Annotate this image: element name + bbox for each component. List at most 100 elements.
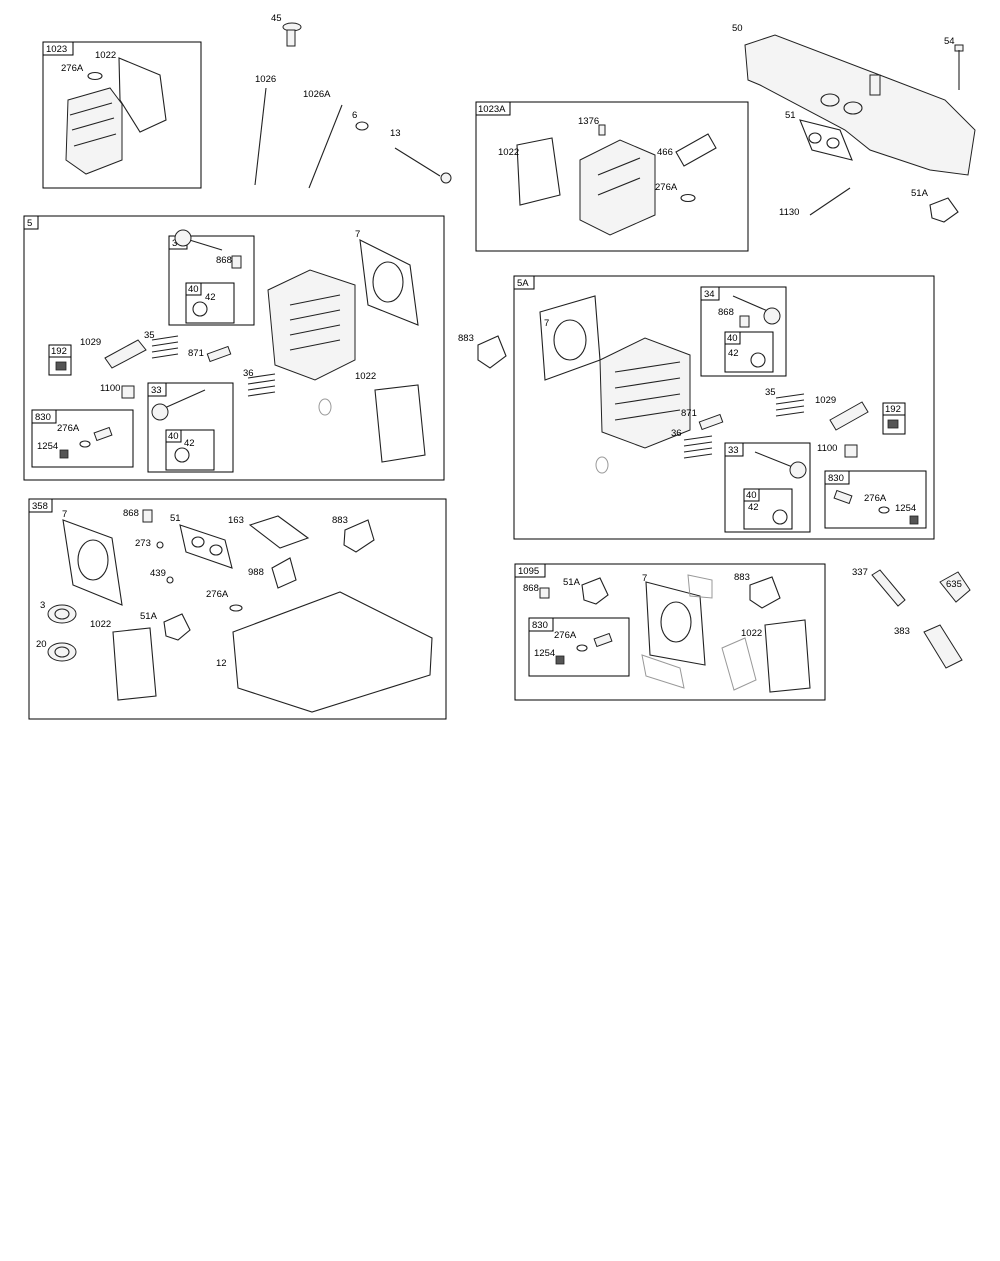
part-valve-33-right[interactable] xyxy=(754,451,807,479)
group-tag-1023[interactable]: 1023 xyxy=(46,44,67,55)
part-gasket-988[interactable] xyxy=(271,557,297,589)
part-gasket-1022-1095[interactable] xyxy=(764,619,811,693)
callout-51-top[interactable]: 51 xyxy=(785,110,796,121)
part-valve-33-left[interactable] xyxy=(151,389,206,421)
part-45-bolt[interactable] xyxy=(282,22,302,47)
part-ring-273[interactable] xyxy=(156,541,164,549)
part-pushrod-1026a[interactable] xyxy=(308,104,343,189)
callout-1022-1095[interactable]: 1022 xyxy=(741,628,762,639)
callout-51-358[interactable]: 51 xyxy=(170,513,181,524)
callout-1022-left[interactable]: 1022 xyxy=(355,371,376,382)
callout-1029-right[interactable]: 1029 xyxy=(815,395,836,406)
callout-51a-1095[interactable]: 51A xyxy=(563,577,581,588)
part-head-gasket-7-left[interactable] xyxy=(359,239,419,326)
callout-163[interactable]: 163 xyxy=(228,515,244,526)
part-retainer-40-left-top[interactable] xyxy=(192,301,208,317)
part-o-ring-right[interactable] xyxy=(595,456,609,474)
callout-871-right[interactable]: 871 xyxy=(681,408,697,419)
part-valve-34-left[interactable] xyxy=(174,229,223,251)
part-rocker-cover-1023a[interactable] xyxy=(516,124,717,236)
part-o-ring-left[interactable] xyxy=(318,398,332,416)
callout-276a-358[interactable]: 276A xyxy=(206,589,229,600)
part-bolt-830-right[interactable] xyxy=(833,489,919,525)
part-coil-383[interactable] xyxy=(923,624,963,669)
callout-868-right[interactable]: 868 xyxy=(718,307,734,318)
part-rocker-1029-right[interactable] xyxy=(829,401,869,431)
part-guide-1100-right[interactable] xyxy=(844,444,858,458)
part-gasket-883-1095[interactable] xyxy=(749,576,781,609)
callout-7-1095[interactable]: 7 xyxy=(642,573,647,584)
part-spring-36-right[interactable] xyxy=(683,435,713,459)
callout-42-left-bottom[interactable]: 42 xyxy=(184,438,195,449)
callout-36-right[interactable]: 36 xyxy=(671,428,682,439)
callout-1100-right[interactable]: 1100 xyxy=(817,443,837,454)
callout-12[interactable]: 12 xyxy=(216,658,227,669)
callout-35-left[interactable]: 35 xyxy=(144,330,155,341)
callout-7-358[interactable]: 7 xyxy=(62,509,67,520)
part-pin-871-left[interactable] xyxy=(206,345,232,363)
part-gasket-883-358[interactable] xyxy=(343,519,375,553)
part-seal-868-right[interactable] xyxy=(739,315,750,328)
callout-42-right-top[interactable]: 42 xyxy=(728,348,739,359)
part-retainer-40-right-bottom[interactable] xyxy=(772,509,788,525)
callout-276a-right[interactable]: 276A xyxy=(864,493,887,504)
callout-439[interactable]: 439 xyxy=(150,568,166,579)
callout-7-right[interactable]: 7 xyxy=(544,318,549,329)
part-gasket-51a-1095[interactable] xyxy=(581,577,609,605)
part-seal-868-left[interactable] xyxy=(231,255,242,269)
part-cylinder-head-right[interactable] xyxy=(599,337,691,449)
callout-36-left[interactable]: 36 xyxy=(243,368,254,379)
part-seal-20[interactable] xyxy=(47,642,77,662)
part-boot-635[interactable] xyxy=(939,571,971,603)
part-bolt-13[interactable] xyxy=(394,147,452,184)
subgroup-tag-40-left-top[interactable]: 40 xyxy=(188,284,199,295)
subgroup-tag-40-right-bottom[interactable]: 40 xyxy=(746,490,757,501)
callout-383[interactable]: 383 xyxy=(894,626,910,637)
callout-988[interactable]: 988 xyxy=(248,567,264,578)
callout-1254-1095[interactable]: 1254 xyxy=(534,648,555,659)
part-seal-868-358[interactable] xyxy=(142,509,153,523)
part-gasket-51a-358[interactable] xyxy=(163,613,191,641)
part-guide-1100-left[interactable] xyxy=(121,385,135,399)
part-seal-868-1095[interactable] xyxy=(539,587,550,599)
group-tag-5[interactable]: 5 xyxy=(27,218,32,229)
subgroup-tag-34-right[interactable]: 34 xyxy=(704,289,715,300)
callout-35-right[interactable]: 35 xyxy=(765,387,776,398)
part-gasket-883-middle[interactable] xyxy=(477,335,507,369)
callout-1254-left[interactable]: 1254 xyxy=(37,441,58,452)
part-gasket-51-top[interactable] xyxy=(799,119,853,161)
callout-868-1095[interactable]: 868 xyxy=(523,583,539,594)
part-seal-3[interactable] xyxy=(47,604,77,624)
subgroup-tag-40-left-bottom[interactable]: 40 xyxy=(168,431,179,442)
callout-871-left[interactable]: 871 xyxy=(188,348,204,359)
part-spring-35-right[interactable] xyxy=(775,393,805,417)
callout-276a-1095[interactable]: 276A xyxy=(554,630,577,641)
callout-45[interactable]: 45 xyxy=(271,13,282,24)
subgroup-tag-830-left[interactable]: 830 xyxy=(35,412,51,423)
part-head-gasket-7-358[interactable] xyxy=(62,519,123,606)
part-gasket-12[interactable] xyxy=(232,591,433,713)
part-bolt-54[interactable] xyxy=(954,44,964,90)
callout-276a-top[interactable]: 276A xyxy=(61,63,84,74)
part-cylinder-head-left[interactable] xyxy=(267,269,356,381)
part-gasket-51-358[interactable] xyxy=(179,524,233,569)
part-nut-192-left[interactable] xyxy=(55,361,67,371)
callout-1022-top[interactable]: 1022 xyxy=(95,50,116,61)
part-spring-36-left[interactable] xyxy=(247,373,276,397)
subgroup-tag-40-right-top[interactable]: 40 xyxy=(727,333,738,344)
callout-466[interactable]: 466 xyxy=(657,147,673,158)
part-bolt-830-left[interactable] xyxy=(59,426,113,459)
group-tag-358[interactable]: 358 xyxy=(32,501,48,512)
callout-1376[interactable]: 1376 xyxy=(578,116,599,127)
part-pin-871-right[interactable] xyxy=(698,413,724,431)
callout-883-middle[interactable]: 883 xyxy=(458,333,474,344)
group-tag-1023a[interactable]: 1023A xyxy=(478,104,506,115)
callout-1022-1023a[interactable]: 1022 xyxy=(498,147,519,158)
callout-6[interactable]: 6 xyxy=(352,110,357,121)
callout-42-left-top[interactable]: 42 xyxy=(205,292,216,303)
part-intake-manifold-50[interactable] xyxy=(744,34,976,176)
callout-1026a[interactable]: 1026A xyxy=(303,89,331,100)
callout-635[interactable]: 635 xyxy=(946,579,962,590)
part-gasket-1022-left[interactable] xyxy=(374,384,426,463)
part-gasket-163[interactable] xyxy=(248,515,310,549)
